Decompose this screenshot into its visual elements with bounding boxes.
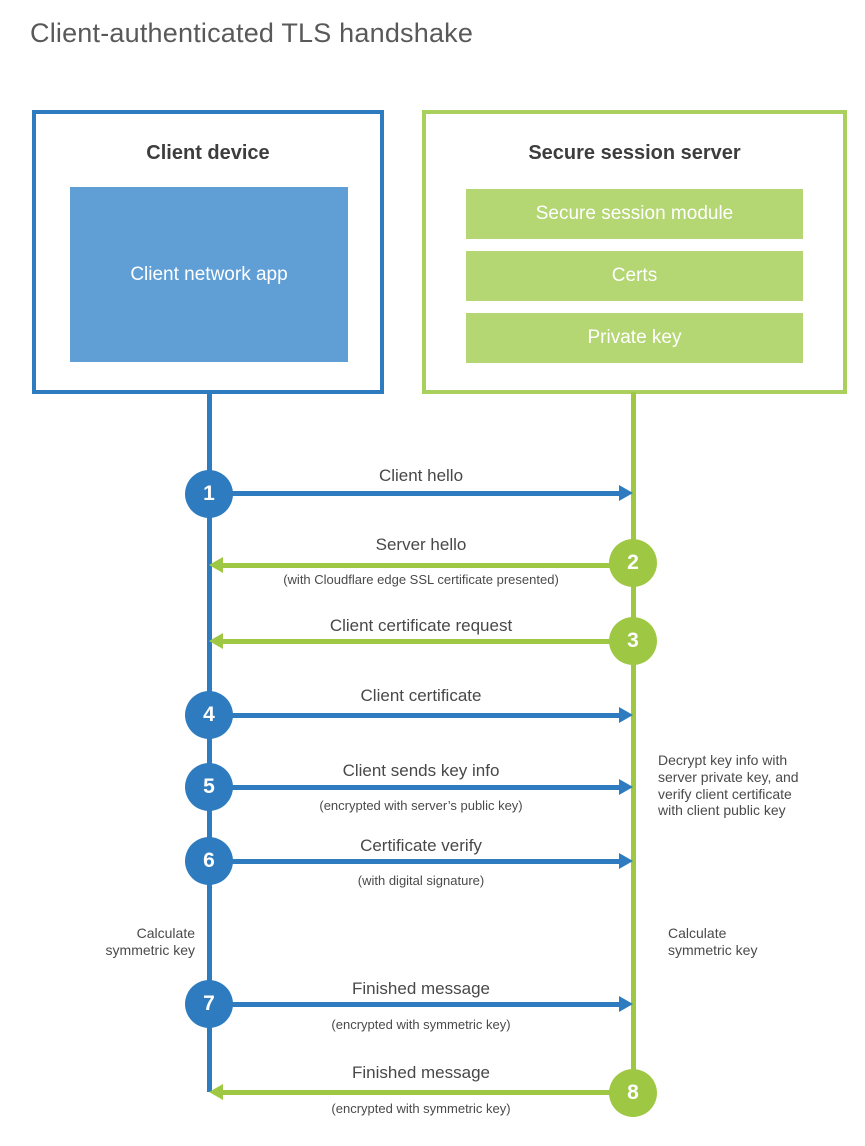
step-4-arrow [209,713,619,718]
step-2-arrow [223,563,633,568]
step-6-arrowhead-icon [619,853,633,869]
step-7-arrow [209,1002,619,1007]
page-title: Client-authenticated TLS handshake [30,18,474,48]
server-module-certs: Certs [466,251,803,301]
step-6-label: Certificate verify [360,836,482,855]
server-lifeline [631,392,636,1093]
step-1-label: Client hello [378,466,464,485]
client-device-box: Client device Client network app [32,110,384,394]
step-1-circle: 1 [185,470,233,518]
note-calculate-symmetric-key-server: Calculate symmetric key [668,925,758,958]
step-8-circle: 8 [609,1069,657,1117]
step-5-sublabel: (encrypted with server’s public key) [319,798,523,813]
step-4-arrowhead-icon [619,707,633,723]
client-device-title: Client device [146,142,270,164]
step-7-sublabel: (encrypted with symmetric key) [331,1017,511,1032]
step-3-label: Client certificate request [329,616,513,635]
client-network-app-label: Client network app [130,263,288,285]
step-8-sublabel: (encrypted with symmetric key) [331,1101,511,1116]
step-2-arrowhead-icon [209,557,223,573]
secure-session-server-title: Secure session server [528,142,741,164]
step-1-arrowhead-icon [619,485,633,501]
step-6-circle: 6 [185,837,233,885]
step-4-circle: 4 [185,691,233,739]
step-6-sublabel: (with digital signature) [357,873,485,888]
server-module-secure-session: Secure session module [466,189,803,239]
step-3-arrowhead-icon [209,633,223,649]
client-network-app-box: Client network app [70,187,348,362]
step-7-arrowhead-icon [619,996,633,1012]
note-decrypt-key-info: Decrypt key info with server private key… [658,752,799,819]
step-7-circle: 7 [185,980,233,1028]
server-module-private-key: Private key [466,313,803,363]
step-8-arrowhead-icon [209,1084,223,1100]
step-3-arrow [223,639,633,644]
step-3-circle: 3 [609,617,657,665]
step-7-label: Finished message [352,979,490,998]
note-calculate-symmetric-key-client: Calculate symmetric key [105,925,195,958]
step-5-label: Client sends key info [342,761,500,780]
step-5-arrow [209,785,619,790]
step-2-circle: 2 [609,539,657,587]
secure-session-server-box: Secure session server Secure session mod… [422,110,847,394]
step-8-label: Finished message [352,1063,490,1082]
server-modules: Secure session module Certs Private key [466,189,803,375]
step-6-arrow [209,859,619,864]
step-5-arrowhead-icon [619,779,633,795]
step-4-label: Client certificate [360,686,482,705]
step-1-arrow [209,491,619,496]
step-2-label: Server hello [375,535,467,554]
client-lifeline [207,392,212,1092]
step-2-sublabel: (with Cloudflare edge SSL certificate pr… [283,572,559,587]
step-5-circle: 5 [185,763,233,811]
step-8-arrow [223,1090,633,1095]
